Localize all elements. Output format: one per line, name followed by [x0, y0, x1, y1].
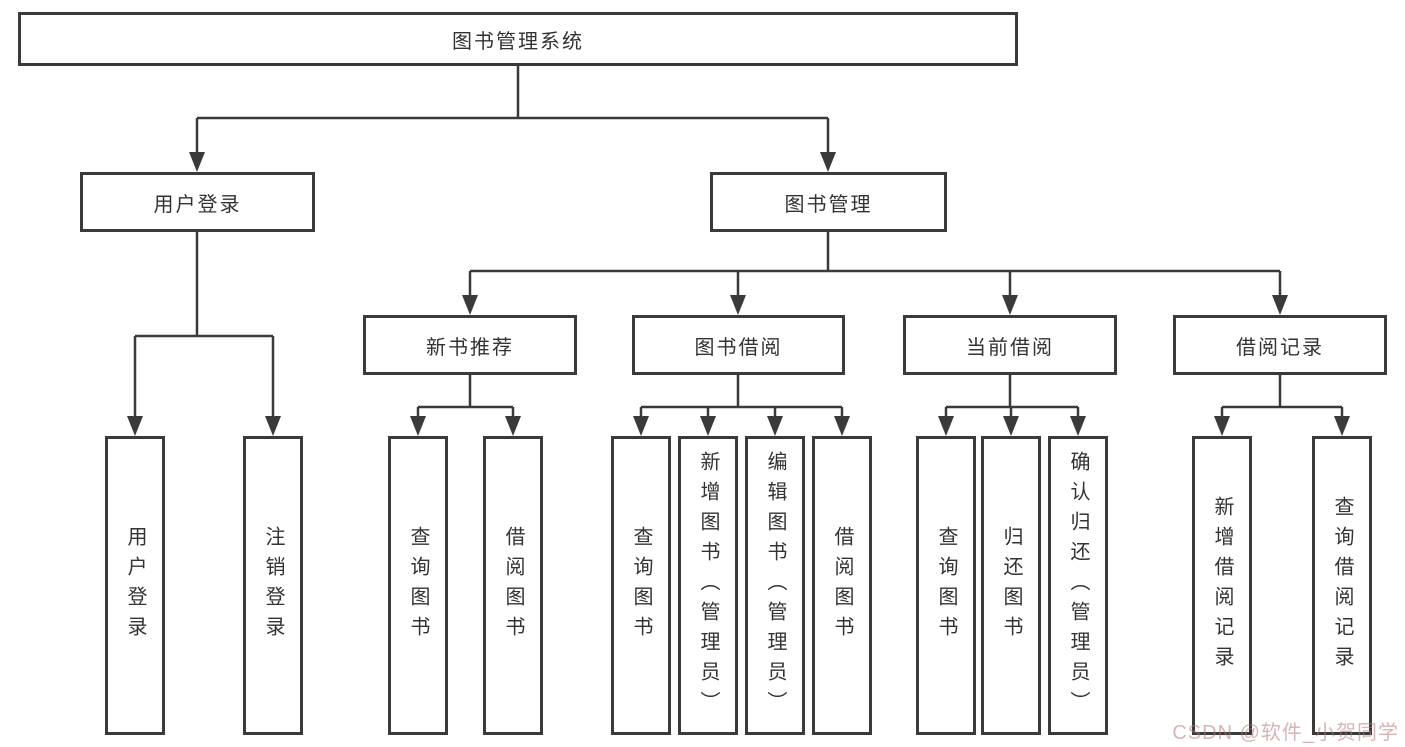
node-label: 新书推荐 — [426, 336, 514, 359]
leaf-borrow-books: 借阅图书 — [812, 436, 872, 735]
edge-book-management-distributor — [468, 232, 1282, 297]
leaf-return-books: 归还图书 — [981, 436, 1041, 735]
edge-root-distributor — [195, 66, 830, 154]
node-label: 新增图书（管理员） — [697, 450, 719, 721]
node-label: 注销登录 — [262, 525, 284, 646]
node-label: 图书管理系统 — [452, 30, 584, 53]
edge-new-book-distributor — [416, 375, 515, 418]
leaf-query-books-current: 查询图书 — [916, 436, 976, 735]
node-current-borrow: 当前借阅 — [903, 315, 1117, 375]
leaf-add-books-admin: 新增图书（管理员） — [678, 436, 738, 735]
leaf-confirm-return-admin: 确认归还（管理员） — [1048, 436, 1108, 735]
edge-book-borrow-distributor — [639, 375, 844, 418]
node-label: 借阅图书 — [831, 525, 853, 646]
node-label: 查询借阅记录 — [1331, 495, 1353, 676]
edge-borrow-records-distributor — [1220, 375, 1344, 418]
leaf-query-borrow-record: 查询借阅记录 — [1312, 436, 1372, 735]
node-label: 查询图书 — [630, 525, 652, 646]
node-label: 图书管理 — [784, 193, 873, 216]
leaf-borrow-books-recommend: 借阅图书 — [483, 436, 543, 735]
leaf-query-books-borrow: 查询图书 — [611, 436, 671, 735]
node-label: 查询图书 — [935, 525, 957, 646]
node-label: 图书借阅 — [694, 336, 783, 359]
node-new-book-recommend: 新书推荐 — [363, 315, 577, 375]
node-label: 编辑图书（管理员） — [764, 450, 786, 721]
leaf-user-login: 用户登录 — [105, 436, 165, 735]
arrowheads — [127, 152, 1350, 436]
node-borrow-records: 借阅记录 — [1173, 315, 1387, 375]
leaf-query-books-recommend: 查询图书 — [388, 436, 448, 735]
leaf-add-borrow-record: 新增借阅记录 — [1192, 436, 1252, 735]
csdn-watermark: CSDN @软件_小贺同学 — [1172, 722, 1399, 744]
node-label: 用户登录 — [153, 193, 242, 216]
edge-current-borrow-distributor — [944, 375, 1080, 418]
node-label: 新增借阅记录 — [1211, 495, 1233, 676]
node-book-borrow: 图书借阅 — [632, 315, 845, 375]
node-label: 当前借阅 — [966, 336, 1054, 359]
node-user-login: 用户登录 — [80, 172, 315, 232]
node-label: 归还图书 — [1000, 525, 1022, 646]
node-label: 查询图书 — [407, 525, 429, 646]
leaf-edit-books-admin: 编辑图书（管理员） — [745, 436, 805, 735]
node-label: 用户登录 — [124, 525, 146, 646]
node-label: 借阅记录 — [1236, 336, 1324, 359]
edge-user-login-distributor — [133, 232, 275, 418]
leaf-logout: 注销登录 — [243, 436, 303, 735]
node-book-management: 图书管理 — [710, 172, 947, 232]
node-library-system: 图书管理系统 — [18, 12, 1018, 66]
node-label: 借阅图书 — [502, 525, 524, 646]
node-label: 确认归还（管理员） — [1067, 450, 1089, 721]
